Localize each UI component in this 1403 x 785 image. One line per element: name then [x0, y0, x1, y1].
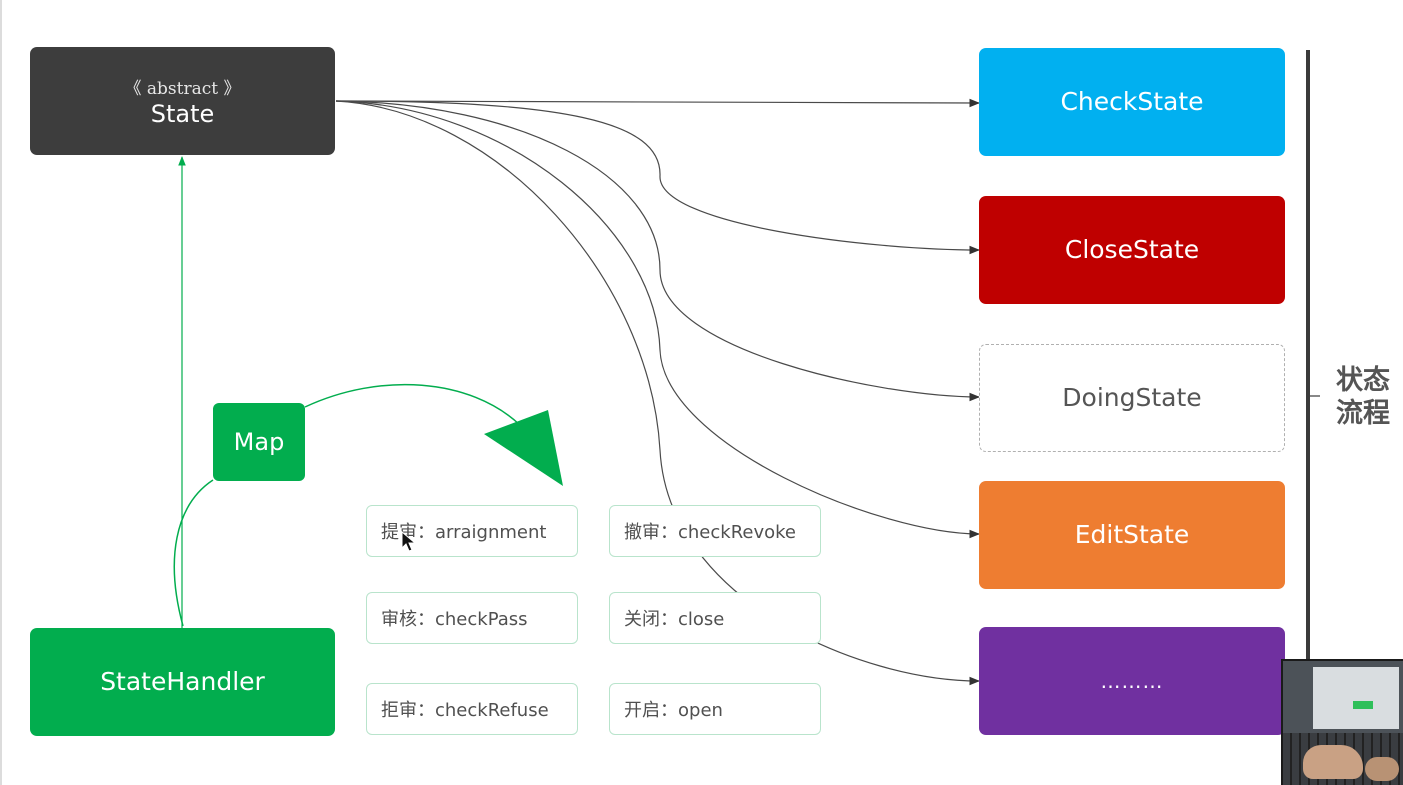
abstract-state-box: 《 abstract 》 State [30, 47, 335, 155]
state-flow-tick [1310, 395, 1320, 397]
mouse-pointer-icon [401, 531, 417, 552]
webcam-overlay [1281, 659, 1403, 785]
close-state-box: CloseState [979, 196, 1285, 304]
edit-state-box: EditState [979, 481, 1285, 589]
method-arraignment: 提审：arraignment [366, 505, 578, 557]
map-arrow-head [484, 410, 563, 486]
method-check-pass: 审核：checkPass [366, 592, 578, 644]
arrow-to-checkstate [335, 98, 981, 108]
map-arc-top [304, 383, 521, 426]
check-state-box: CheckState [979, 48, 1285, 156]
state-flow-bracket [1306, 50, 1310, 750]
abstract-stereotype: 《 abstract 》 [124, 79, 241, 100]
state-flow-label: 状态流程 [1336, 365, 1390, 429]
left-edge-rule [0, 0, 2, 785]
arrow-to-editstate [335, 100, 981, 539]
method-check-revoke: 撤审：checkRevoke [609, 505, 821, 557]
method-close: 关闭：close [609, 592, 821, 644]
map-arc [173, 479, 214, 627]
method-check-refuse: 拒审：checkRefuse [366, 683, 578, 735]
state-handler-name: StateHandler [100, 667, 265, 697]
webcam-hand-left [1303, 745, 1363, 779]
abstract-state-name: State [150, 100, 215, 129]
arrow-to-more-state [335, 100, 981, 686]
state-handler-box: StateHandler [30, 628, 335, 736]
more-states-ellipsis: ……… [1100, 669, 1164, 693]
webcam-laptop-screen [1313, 667, 1399, 729]
arrow-to-closestate [335, 100, 981, 255]
webcam-hand-right [1365, 757, 1399, 781]
map-box: Map [213, 403, 305, 481]
close-state-name: CloseState [1064, 235, 1200, 265]
doing-state-name: DoingState [1062, 383, 1202, 413]
method-open: 开启：open [609, 683, 821, 735]
check-state-name: CheckState [1060, 87, 1204, 117]
map-label: Map [233, 427, 285, 456]
doing-state-box: DoingState [979, 344, 1285, 452]
arrow-to-doingstate [335, 100, 981, 402]
edit-state-name: EditState [1074, 520, 1190, 550]
more-states-box: ……… [979, 627, 1285, 735]
webcam-screen-highlight [1353, 701, 1373, 709]
